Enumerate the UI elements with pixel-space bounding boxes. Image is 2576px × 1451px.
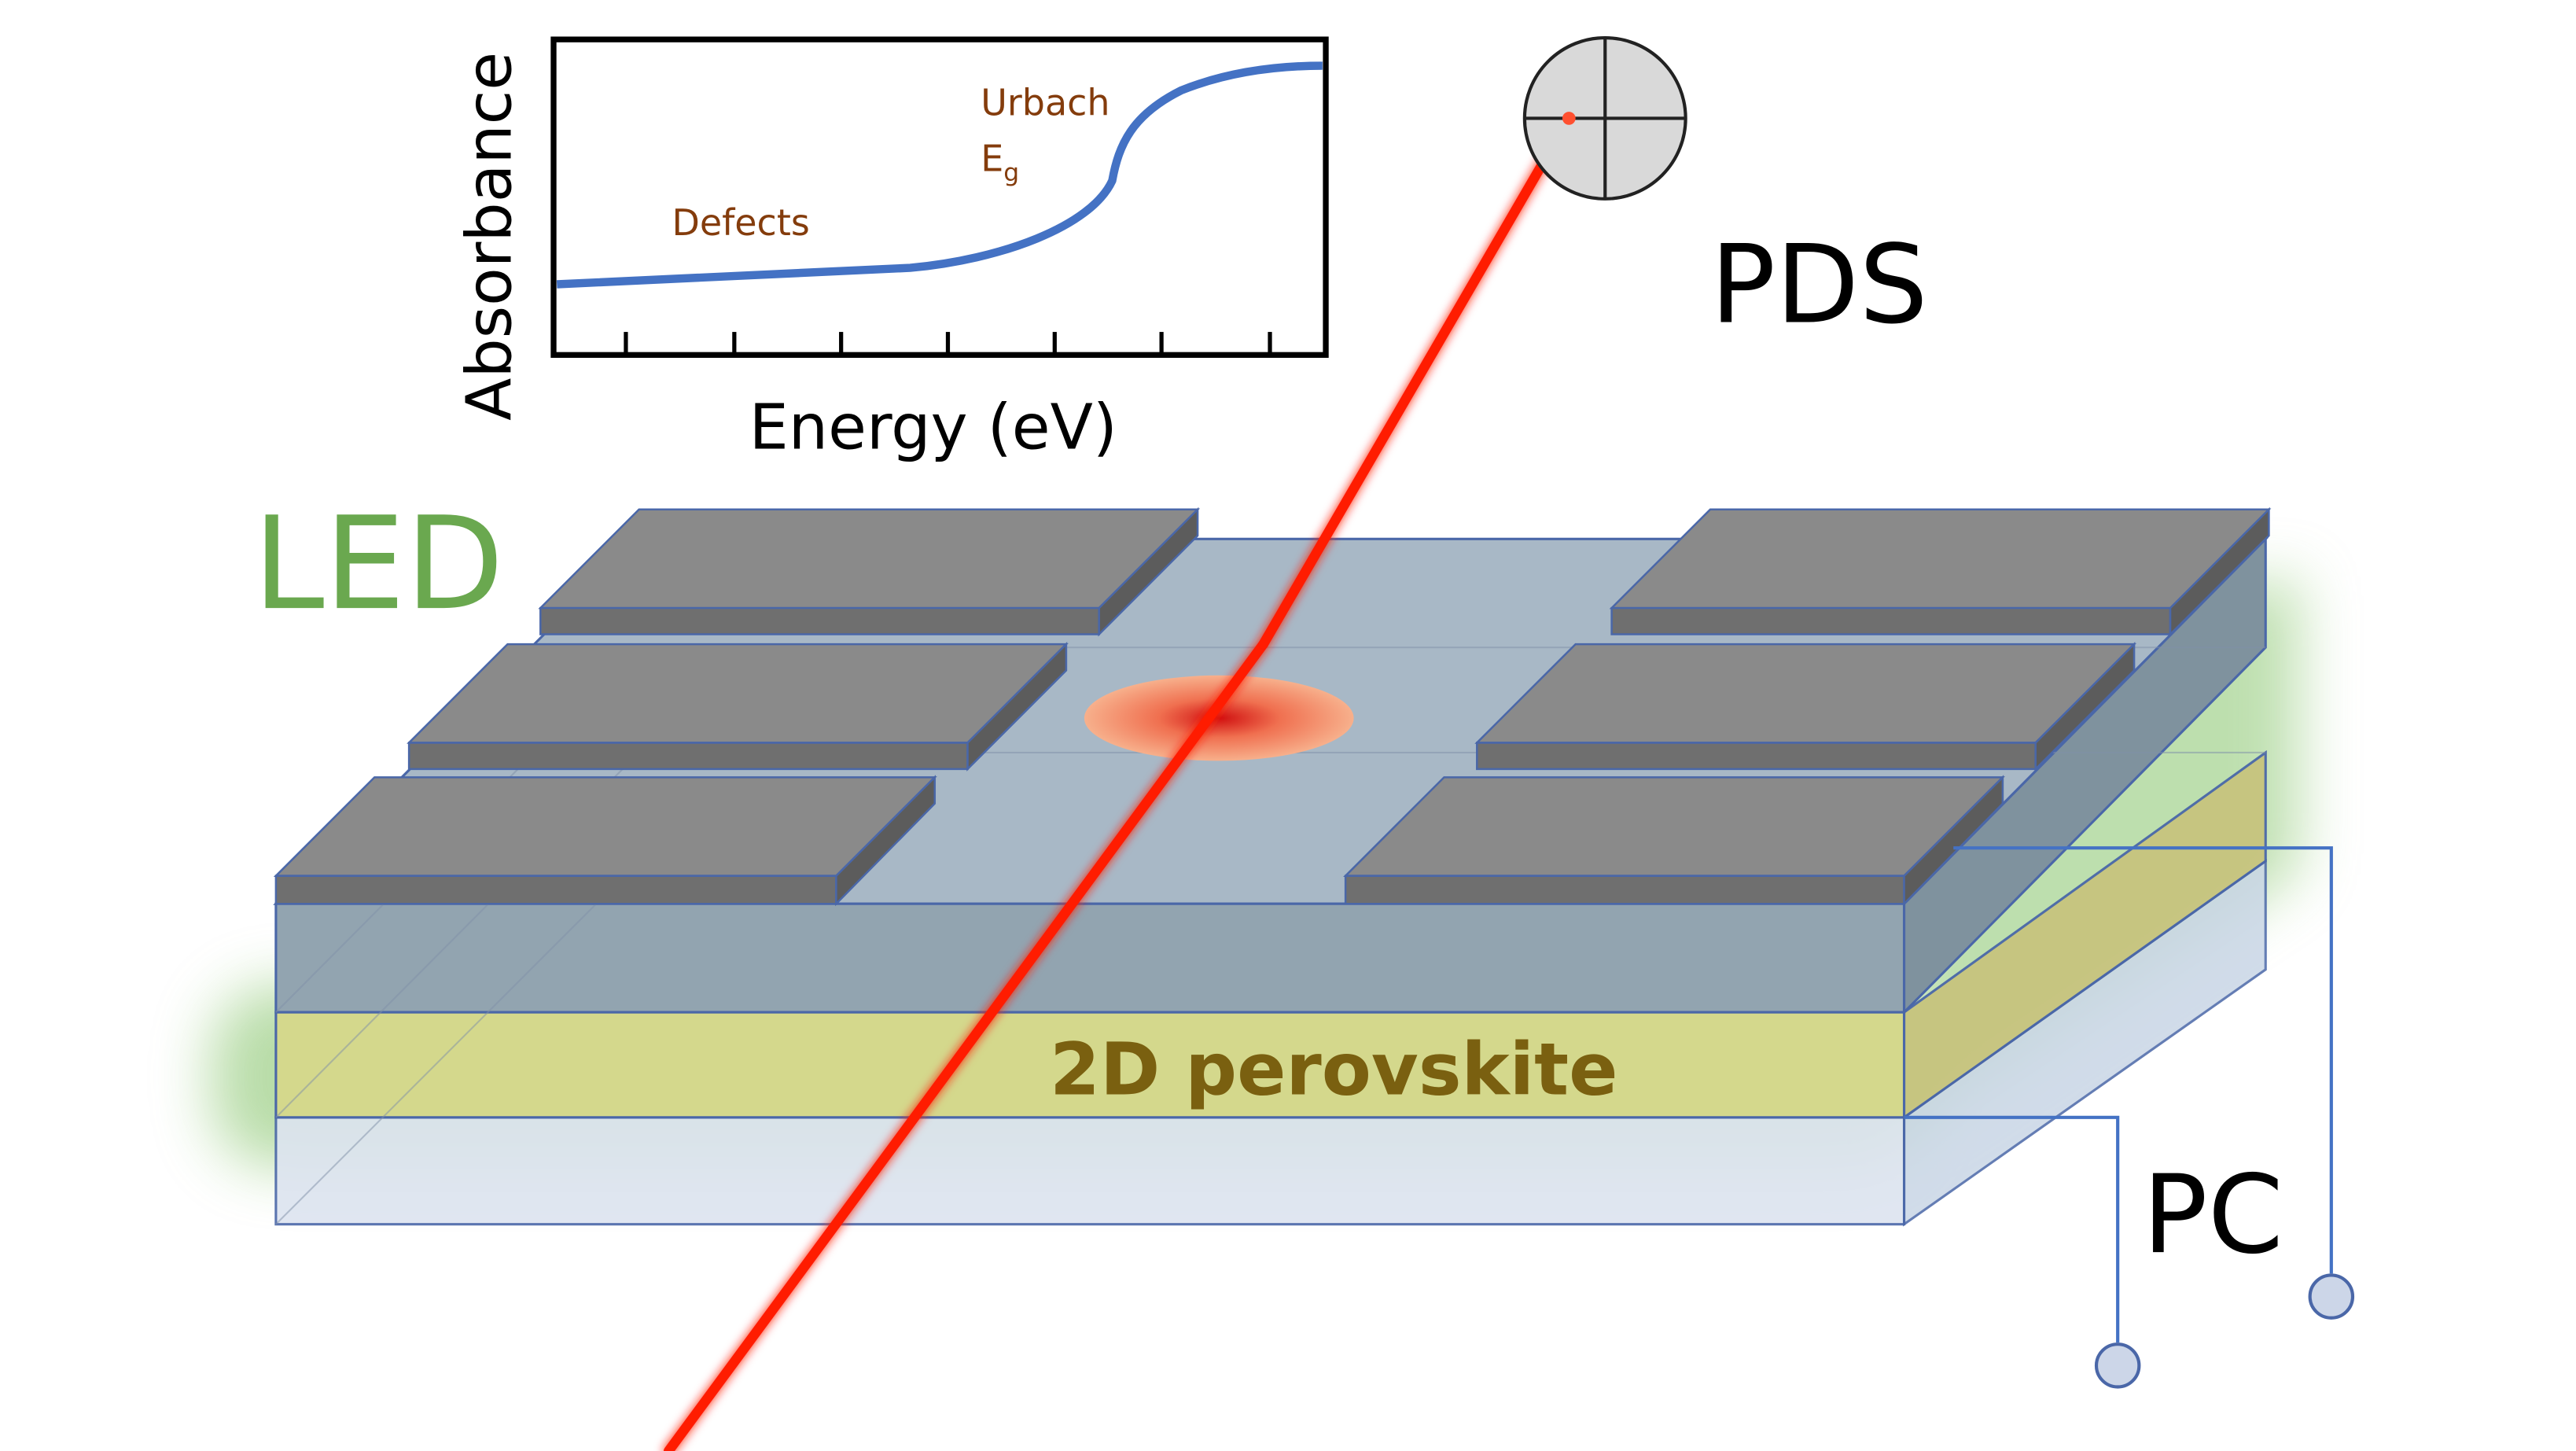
electrode-right-middle xyxy=(1474,642,2137,772)
led-label: LED xyxy=(253,490,504,639)
electrode-left-front xyxy=(273,775,937,907)
absorbance-inset: Defects Urbach Eg Energy (eV) Absorbance xyxy=(453,36,1329,463)
inset-ylabel: Absorbance xyxy=(453,52,526,421)
inset-frame xyxy=(550,36,1329,358)
absorbance-curve xyxy=(556,61,1323,289)
electrode-left-middle xyxy=(407,642,1069,772)
pc-label: PC xyxy=(2143,1151,2283,1278)
electrode-right-front xyxy=(1343,775,2005,907)
inset-ticks xyxy=(624,332,1272,355)
contact-terminal-left xyxy=(2094,1342,2141,1389)
crosshair-detector-icon xyxy=(1522,35,1687,201)
eg-annotation: Eg xyxy=(981,137,1019,187)
electrode-right-back xyxy=(1609,506,2272,637)
contact-terminal-right xyxy=(2308,1273,2355,1320)
perovskite-side xyxy=(1902,749,2267,1120)
inset-xlabel: Energy (eV) xyxy=(749,390,1117,463)
defects-annotation: Defects xyxy=(672,201,809,244)
substrate-front xyxy=(274,1116,1906,1226)
pc-wiring xyxy=(1904,846,2355,1389)
pds-label: PDS xyxy=(1710,222,1928,348)
top-layer-front xyxy=(274,902,1906,1014)
electrodes xyxy=(273,506,2272,907)
urbach-annotation: Urbach xyxy=(981,81,1110,123)
laser-spot xyxy=(1084,675,1354,761)
electrode-left-back xyxy=(538,506,1201,637)
perovskite-label: 2D perovskite xyxy=(1050,1028,1617,1112)
laser-beam xyxy=(664,113,1574,1451)
